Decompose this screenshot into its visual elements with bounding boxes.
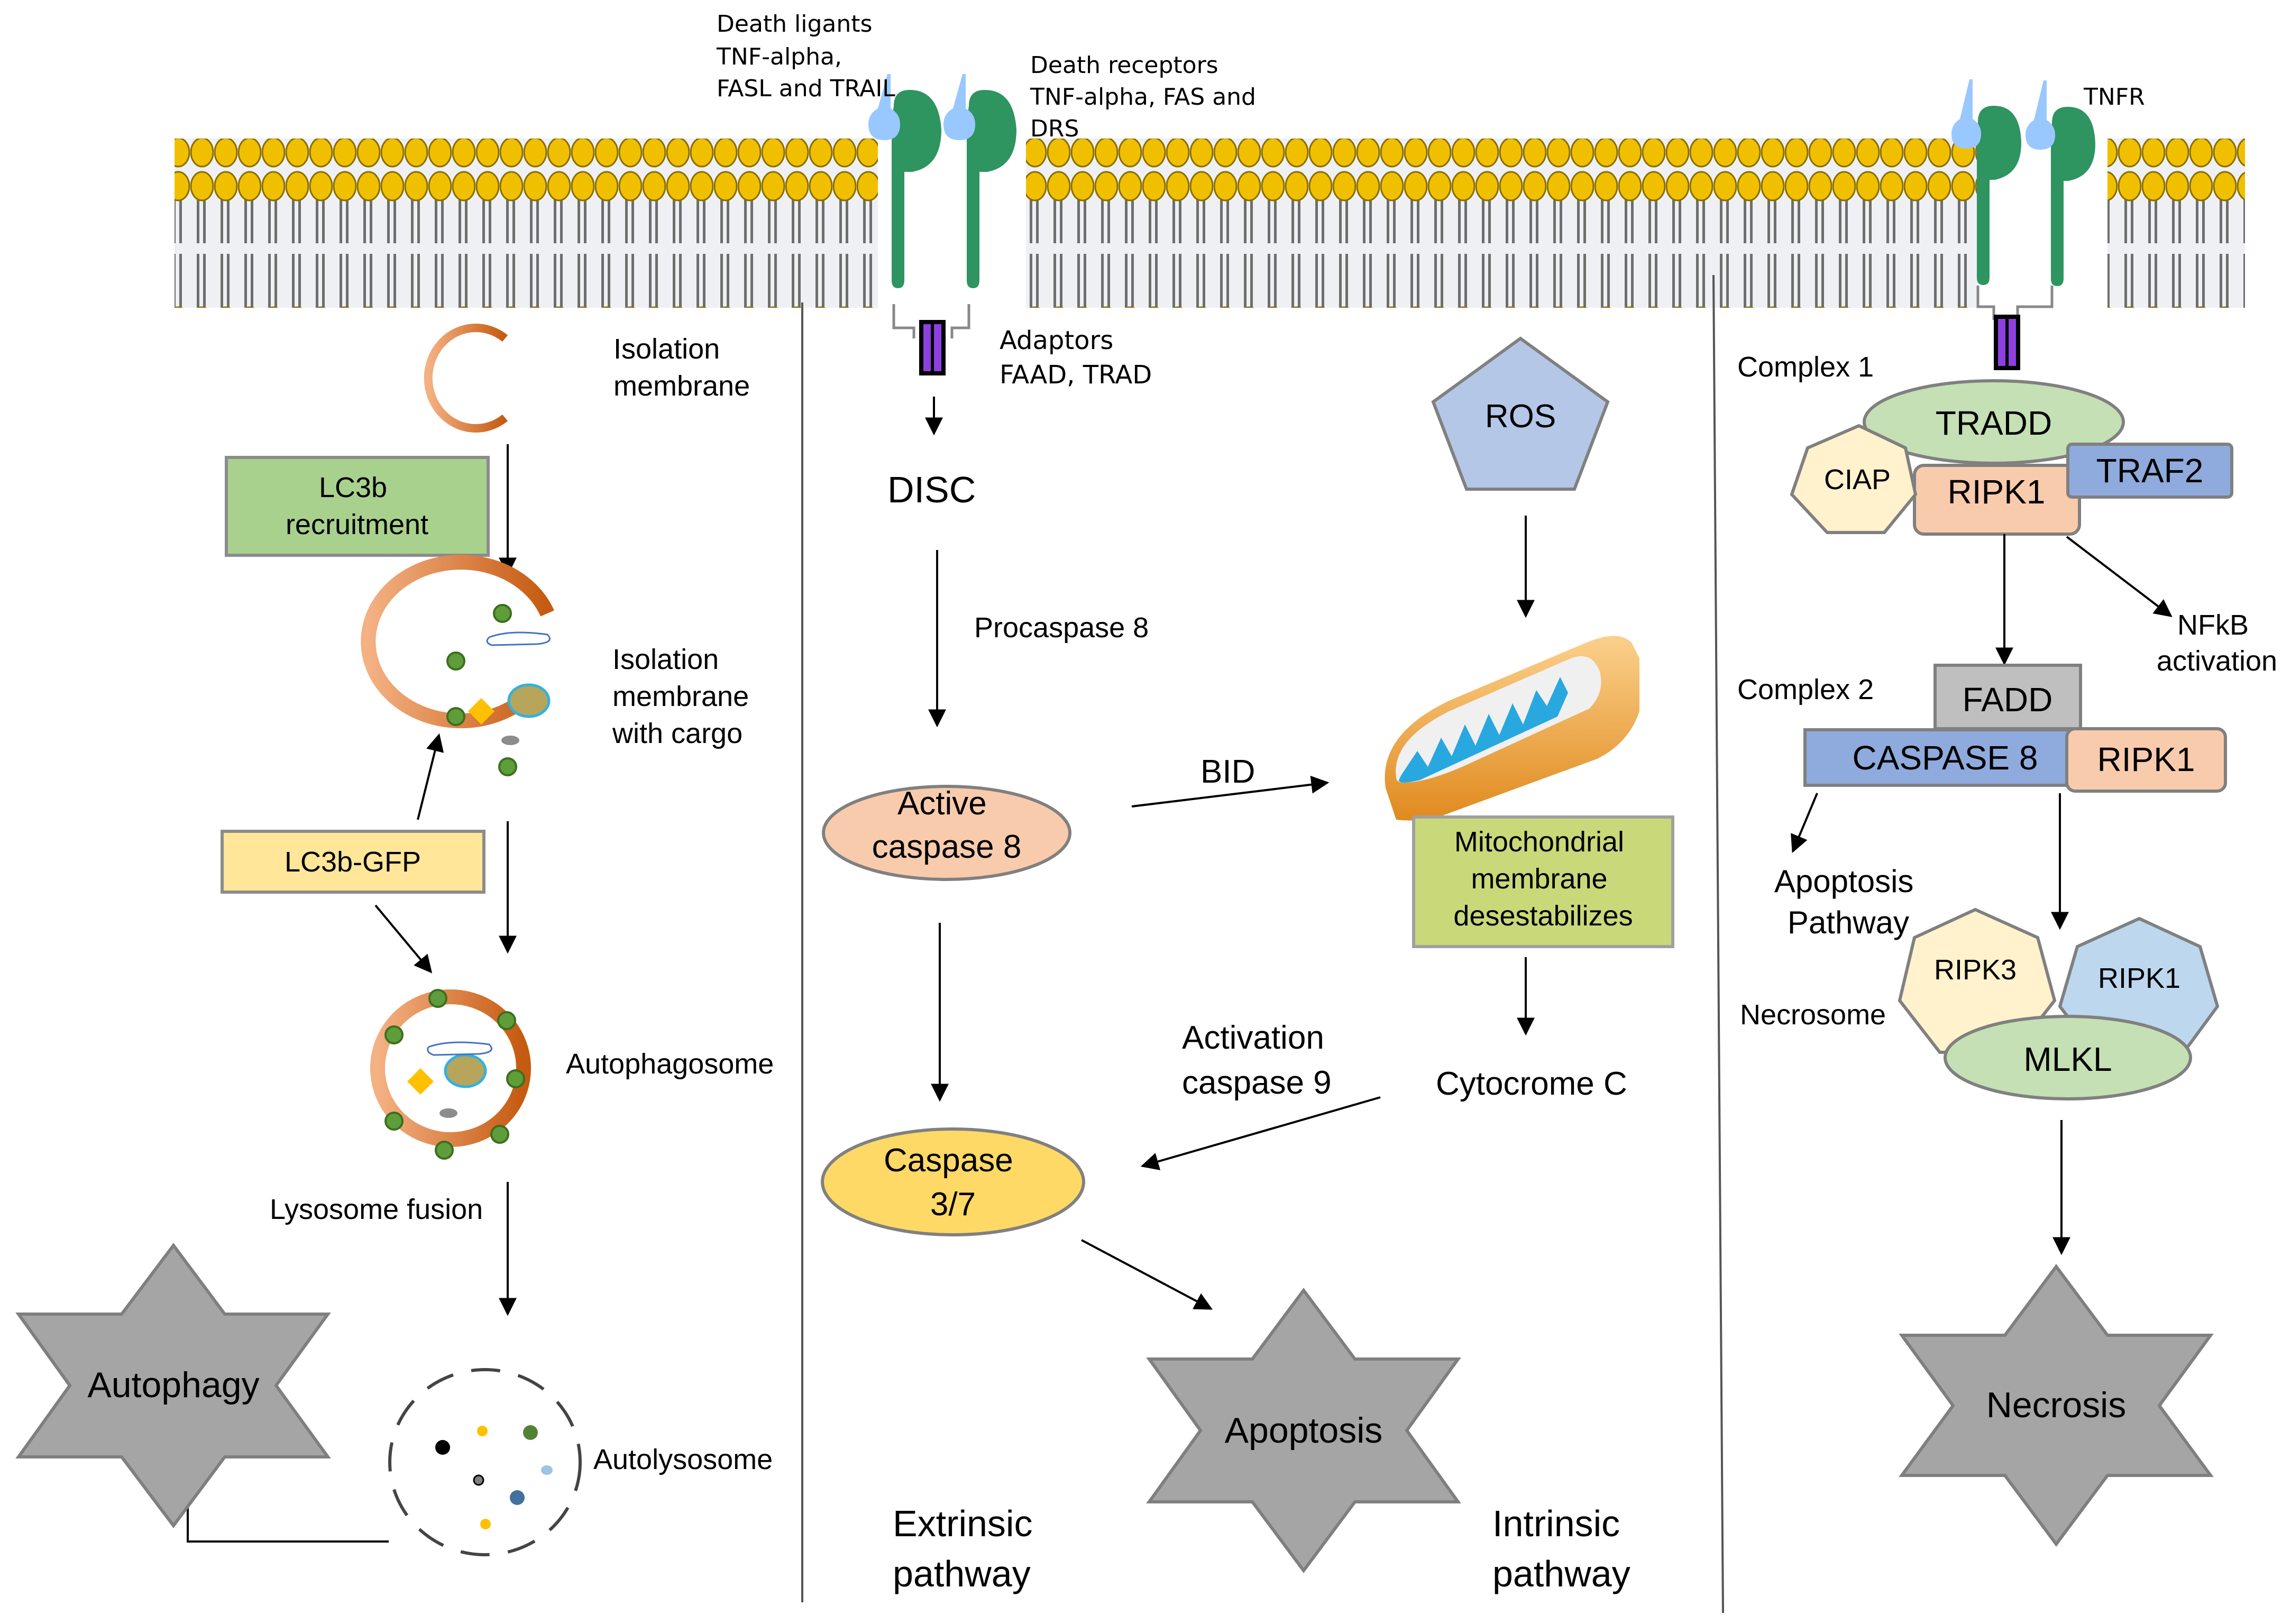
adaptor-icon <box>919 320 946 375</box>
intrinsic-pathway-label: Intrinsic pathway <box>1492 1503 1630 1594</box>
arrow-complex1-to-nfkb <box>2066 536 2173 618</box>
arrow-caspase8-to-apoptosis-pathway <box>1791 793 1818 854</box>
tnfr-receptor-pair <box>1951 79 2095 370</box>
membrane-segment-middle <box>1026 139 1978 308</box>
ripk1-complex1-node: RIPK1 <box>1913 464 2081 536</box>
lc3b-recruitment-box: LC3b recruitment <box>225 456 490 557</box>
svg-text:Mitochondrial membrane: Mitochondrial membrane desestabilizes <box>1453 826 1633 932</box>
svg-text:RIPK1: RIPK1 <box>2098 962 2180 994</box>
autophagosome-label: Autophagosome <box>566 1048 774 1080</box>
tnfr-receptor-icon <box>2016 80 2095 320</box>
autophagy-pathway: Isolation membrane LC3b recruitment Isol… <box>15 324 774 1556</box>
adaptors-label: Adaptors FAAD, TRAD <box>1000 326 1152 390</box>
death-receptors-label: Death receptors TNF-alpha, FAS and DRS <box>1030 52 1263 142</box>
caspase37-node: Caspase 3/7 <box>821 1127 1085 1236</box>
apoptosis-pathway-label: Apoptosis Pathway <box>1774 864 1922 940</box>
complex1-label: Complex 1 <box>1737 351 1874 383</box>
necrosis-outcome-star: Necrosis <box>1899 1263 2214 1547</box>
svg-text:TRAF2: TRAF2 <box>2096 452 2204 490</box>
death-receptor-icon <box>868 74 941 338</box>
cell-membrane <box>175 139 2245 308</box>
necrosome-label: Necrosome <box>1740 999 1886 1031</box>
isolation-membrane-cargo-label: Isolation membrane with cargo <box>612 644 757 749</box>
autolysosome-label: Autolysosome <box>593 1444 773 1475</box>
activation-caspase9-label: Activation caspase 9 <box>1182 1020 1333 1101</box>
svg-text:LC3b-GFP: LC3b-GFP <box>285 846 421 878</box>
membrane-segment-right <box>2107 139 2245 308</box>
bid-label: BID <box>1201 754 1255 790</box>
active-caspase8-node: Active caspase 8 <box>822 785 1071 881</box>
mlkl-node: MLKL <box>1944 1015 2192 1100</box>
svg-text:RIPK1: RIPK1 <box>2097 740 2195 778</box>
arrow-cytochrome-to-caspase37 <box>1140 1096 1381 1170</box>
tnfr-adaptor-icon <box>1994 315 2020 370</box>
apoptosis-pathway: DISC Procaspase 8 Active caspase 8 BID R… <box>821 336 1674 1594</box>
svg-text:LC3b recruitment: LC3b recruitment <box>286 472 428 540</box>
svg-text:Autophagy: Autophagy <box>87 1365 259 1405</box>
svg-text:MLKL: MLKL <box>2023 1040 2112 1078</box>
divider-apoptosis-necrosis <box>1712 274 1724 1613</box>
traf2-node: TRAF2 <box>2066 443 2233 499</box>
svg-text:Caspase 3/7: Caspase 3/7 <box>884 1142 1022 1223</box>
ripk1-complex2-node: RIPK1 <box>2065 727 2227 793</box>
apoptosis-outcome-star: Apoptosis <box>1146 1287 1461 1574</box>
death-receptor-icon <box>943 74 1016 338</box>
svg-text:Necrosis: Necrosis <box>1986 1385 2127 1425</box>
arrow-autolysosome-to-autophagy <box>179 1473 389 1543</box>
procaspase-label: Procaspase 8 <box>974 612 1149 644</box>
isolation-membrane-icon <box>424 324 508 433</box>
tnfr-receptor-icon <box>1951 79 2021 320</box>
svg-text:TRADD: TRADD <box>1936 404 2052 442</box>
svg-text:CIAP: CIAP <box>1824 464 1891 496</box>
necrosis-pathway: Complex 1 RIPK1 TRADD TRAF2 CIAP NFkB ac… <box>1737 351 2277 1547</box>
membrane-segment-left <box>175 139 878 308</box>
tnfr-label: TNFR <box>2083 84 2145 111</box>
fadd-node: FADD <box>1933 664 2082 730</box>
cytochrome-label: Cytocrome C <box>1436 1066 1627 1102</box>
extrinsic-pathway-label: Extrinsic pathway <box>893 1503 1043 1594</box>
lc3b-gfp-box: LC3b-GFP <box>221 830 485 894</box>
mitochondrial-membrane-box: Mitochondrial membrane desestabilizes <box>1412 815 1674 948</box>
ros-node: ROS <box>1431 336 1610 491</box>
arrow-gfp-to-autophagosome <box>374 904 433 974</box>
svg-text:RIPK1: RIPK1 <box>1948 473 2046 511</box>
complex2-label: Complex 2 <box>1737 674 1874 705</box>
death-ligands-label: Death ligants TNF-alpha, FASL and TRAIL <box>716 11 895 102</box>
isolation-membrane-cargo-icon <box>361 555 554 776</box>
death-receptor-pair <box>868 74 1016 375</box>
isolation-membrane-label: Isolation membrane <box>613 333 750 402</box>
svg-text:RIPK3: RIPK3 <box>1934 954 2017 986</box>
caspase8-node: CASPASE 8 <box>1803 728 2087 787</box>
lysosome-fusion-label: Lysosome fusion <box>270 1194 483 1225</box>
tradd-node: TRADD <box>1863 379 2125 465</box>
svg-text:Active caspase 8: Active caspase 8 <box>872 785 1022 865</box>
autophagosome-icon <box>370 989 531 1160</box>
autophagy-outcome-star: Autophagy <box>15 1242 331 1529</box>
svg-text:Apoptosis: Apoptosis <box>1225 1410 1383 1451</box>
ciap-node: CIAP <box>1790 424 1918 534</box>
arrow-gfp-to-cargo <box>417 733 444 820</box>
disc-label: DISC <box>887 469 976 510</box>
svg-text:FADD: FADD <box>1963 681 2053 719</box>
svg-text:CASPASE 8: CASPASE 8 <box>1853 739 2038 777</box>
svg-text:ROS: ROS <box>1485 398 1556 435</box>
nfkb-label: NFkB activation <box>2157 609 2277 677</box>
arrow-caspase8-to-mitochondria <box>1131 775 1330 808</box>
autolysosome-icon <box>388 1368 582 1556</box>
mitochondrion-icon <box>1385 636 1639 821</box>
arrow-caspase37-to-apoptosis <box>1081 1239 1213 1310</box>
